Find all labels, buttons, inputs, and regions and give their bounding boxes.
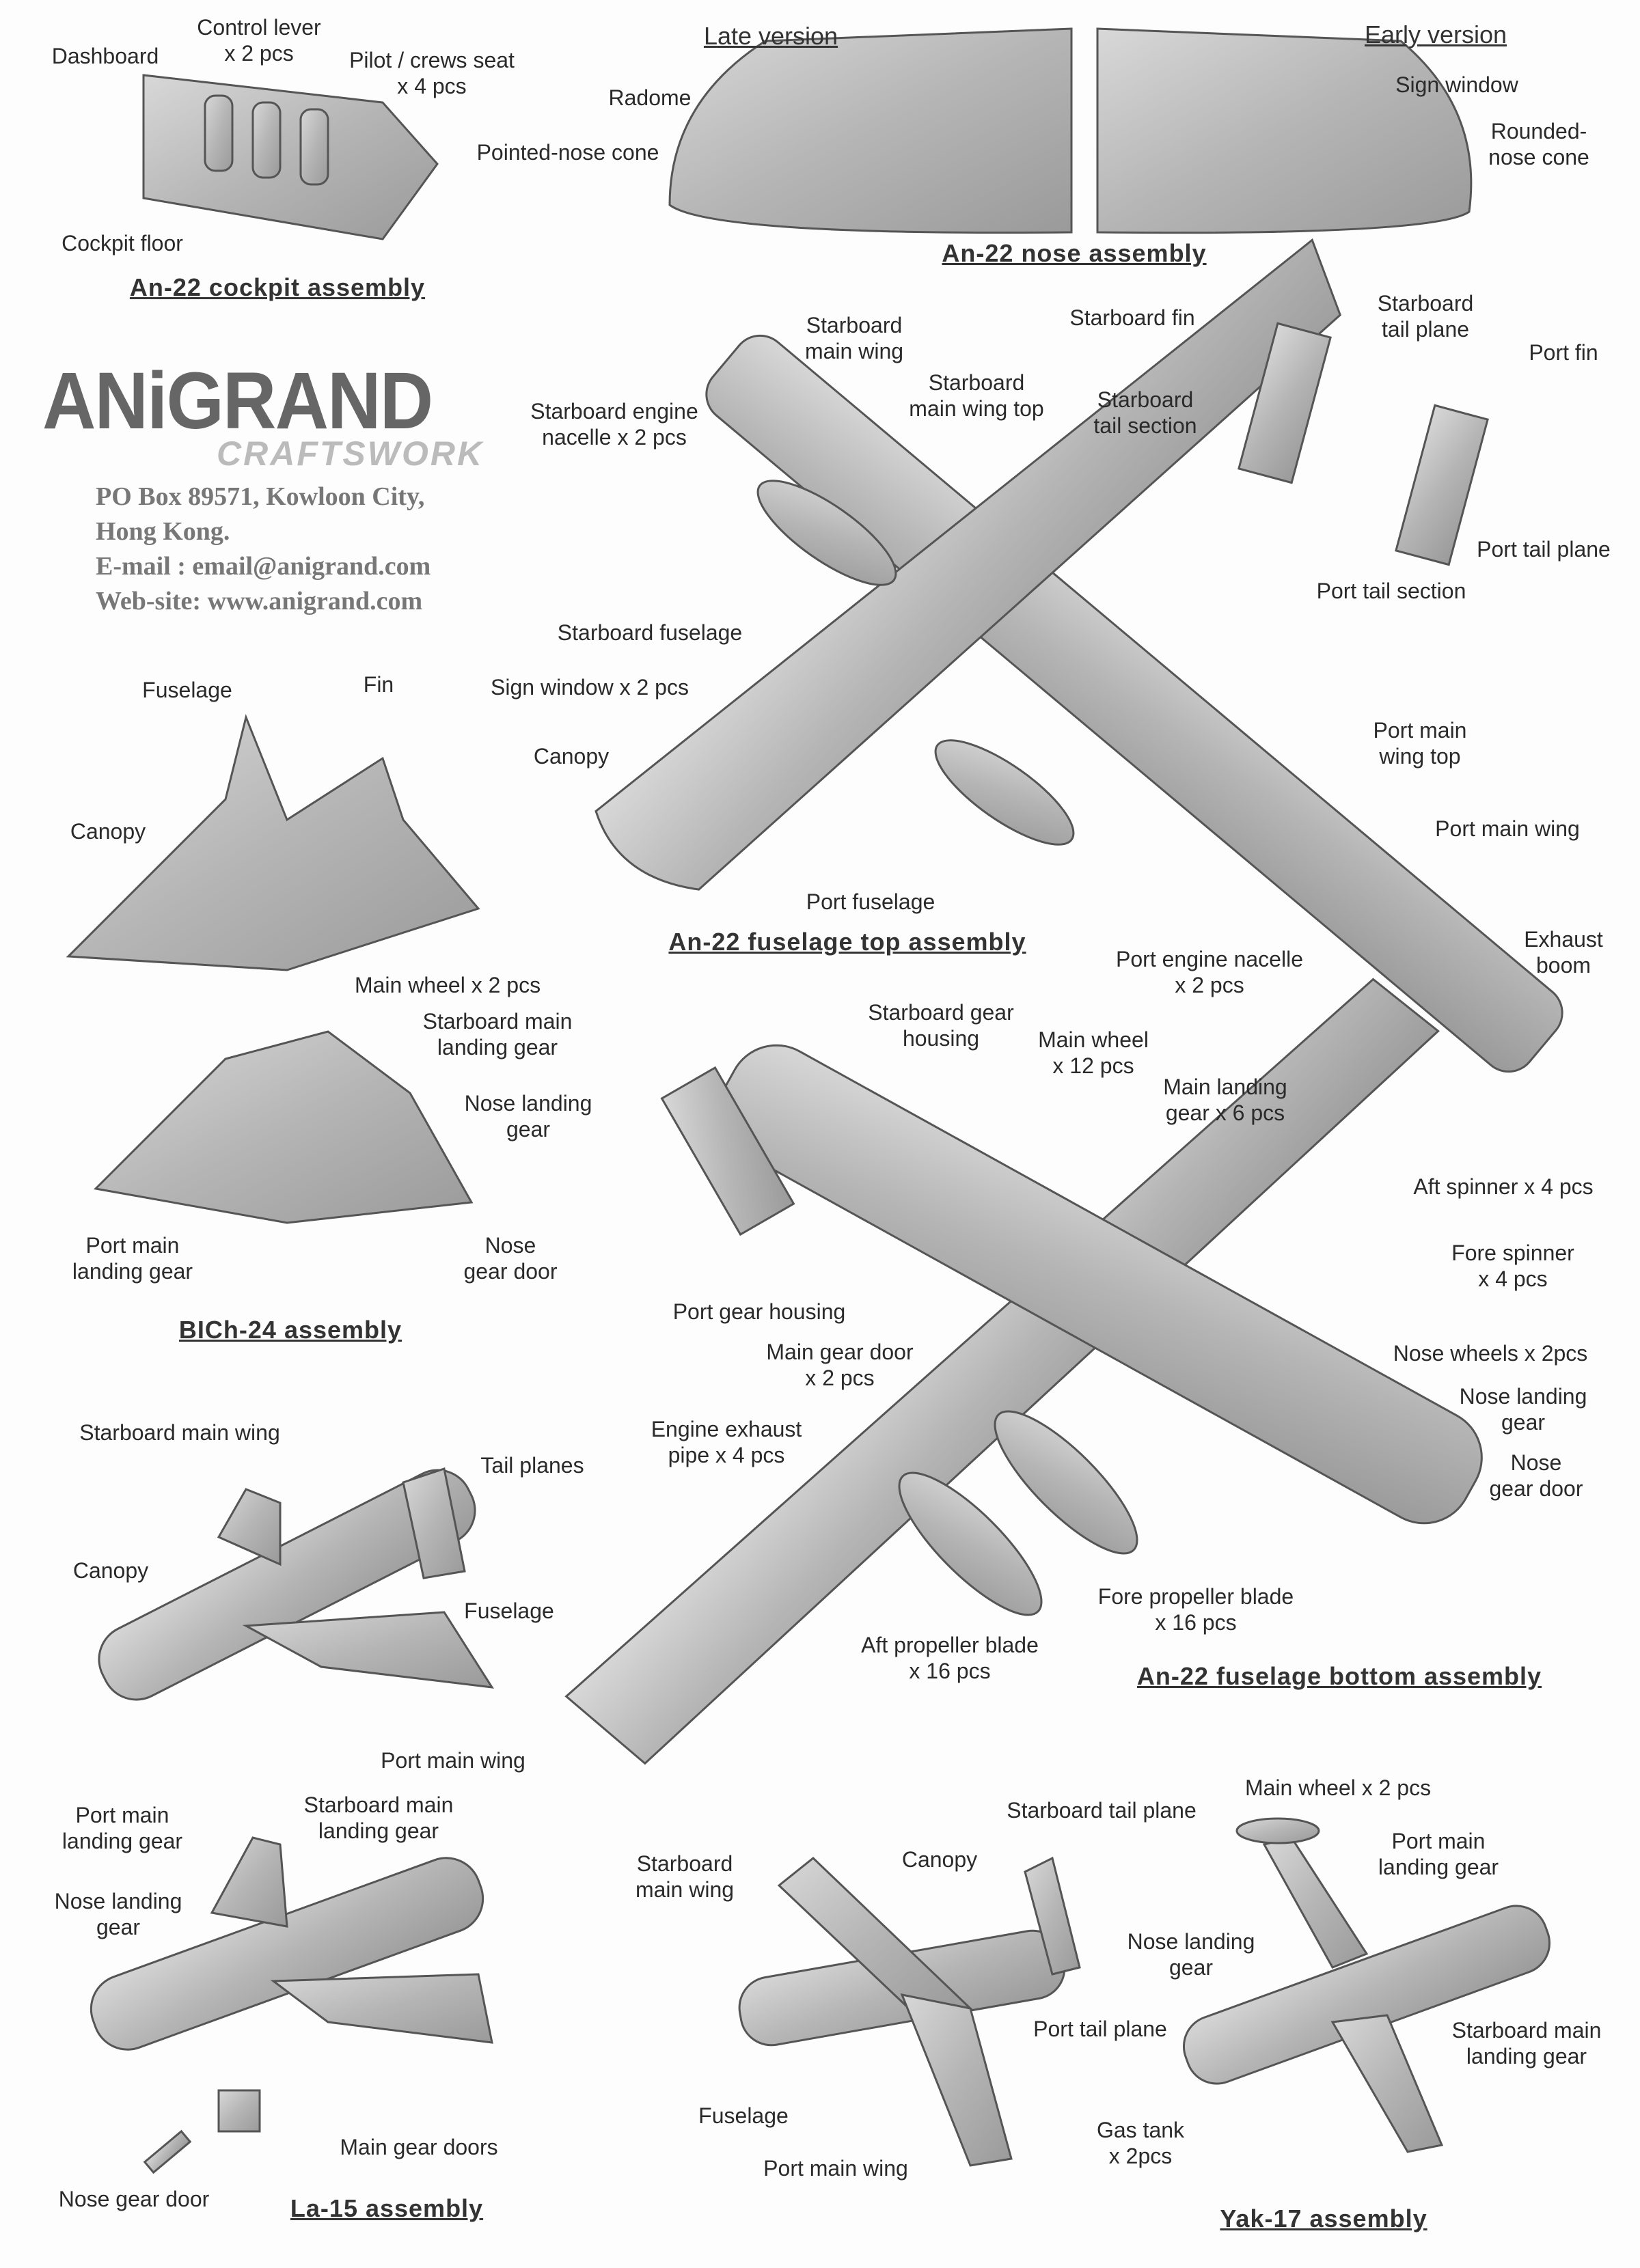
label: Starboard fuselage	[557, 620, 743, 645]
website[interactable]: Web-site: www.anigrand.com	[96, 587, 423, 616]
label-late-version: Late version	[703, 22, 838, 50]
address-block: PO Box 89571, Kowloon City, Hong Kong. E…	[96, 480, 430, 619]
label: Canopy	[533, 744, 610, 769]
label: Port tail plane	[1033, 2017, 1167, 2041]
label-sign-window: Sign window	[1395, 72, 1518, 97]
bich24-bottom-illustration	[93, 1030, 474, 1224]
label: Starboard tail plane	[1007, 1798, 1197, 1823]
early-nose-illustration	[1096, 27, 1473, 234]
label: Aft spinner x 4 pcs	[1413, 1174, 1594, 1199]
title-top: An-22 fuselage top assembly	[668, 928, 1026, 956]
label-pointed-nose: Pointed-nose cone	[476, 140, 659, 165]
la15-top-illustration	[98, 1467, 494, 1701]
label-early-version: Early version	[1364, 20, 1507, 49]
label: Port main wing	[381, 1748, 525, 1773]
label: Nose wheels x 2pcs	[1393, 1341, 1588, 1366]
label: Nose gear door	[58, 2187, 210, 2211]
label: Canopy	[72, 1558, 149, 1583]
anigrand-logo: ANiGRAND CRAFTSWORK	[42, 356, 484, 473]
title-la15: La-15 assembly	[290, 2194, 484, 2222]
label: Fin	[363, 672, 394, 697]
brand-name: ANiGRAND	[42, 356, 433, 446]
label: Port tail section	[1316, 579, 1466, 603]
bich24-top-illustration	[66, 714, 480, 971]
yak17-bottom-illustration	[1182, 1817, 1551, 2153]
an22-bottom-illustration	[564, 978, 1483, 1765]
label: Fuselage	[464, 1599, 554, 1623]
label: Main wheel x 2 pcs	[354, 973, 541, 997]
label-dashboard: Dashboard	[51, 44, 159, 68]
brand-sub: CRAFTSWORK	[217, 434, 484, 473]
label: Tail planes	[480, 1453, 584, 1478]
label: Port tail plane	[1477, 537, 1611, 562]
title-nose: An-22 nose assembly	[942, 239, 1207, 267]
late-nose-illustration	[668, 27, 1073, 234]
la15-bottom-illustration	[90, 1836, 493, 2174]
label: Canopy	[70, 819, 146, 844]
label: Sign window x 2 pcs	[491, 675, 689, 700]
yak17-top-illustration	[738, 1856, 1081, 2167]
label: Main wheel x 2 pcs	[1244, 1775, 1432, 1800]
label: Main gear doors	[340, 2135, 498, 2159]
title-bich24: BICh-24 assembly	[178, 1316, 402, 1344]
label: Port fin	[1529, 340, 1598, 365]
title-cockpit: An-22 cockpit assembly	[129, 273, 426, 301]
cockpit-illustration	[142, 74, 439, 240]
label: Port gear housing	[672, 1299, 846, 1324]
address-line: PO Box 89571, Kowloon City,	[96, 482, 425, 511]
label: Port main wing	[763, 2156, 908, 2181]
label: Fuselage	[698, 2103, 789, 2128]
label: Fuselage	[142, 678, 232, 702]
label: Starboard fin	[1069, 305, 1195, 330]
label-rounded-nose: Rounded-nose cone	[1488, 119, 1589, 169]
label: Port fuselage	[806, 889, 935, 914]
email[interactable]: E-mail : email@anigrand.com	[96, 552, 431, 581]
an22-top-illustration	[594, 238, 1563, 1073]
label-radome: Radome	[608, 85, 692, 110]
label: Port main wing	[1435, 816, 1580, 841]
address-line: Hong Kong.	[96, 517, 230, 546]
label-cockpit-floor: Cockpit floor	[62, 231, 183, 255]
title-bottom: An-22 fuselage bottom assembly	[1136, 1662, 1542, 1690]
label: Canopy	[901, 1847, 978, 1872]
label: Starboard main wing	[79, 1420, 280, 1445]
title-yak17: Yak-17 assembly	[1220, 2204, 1427, 2232]
